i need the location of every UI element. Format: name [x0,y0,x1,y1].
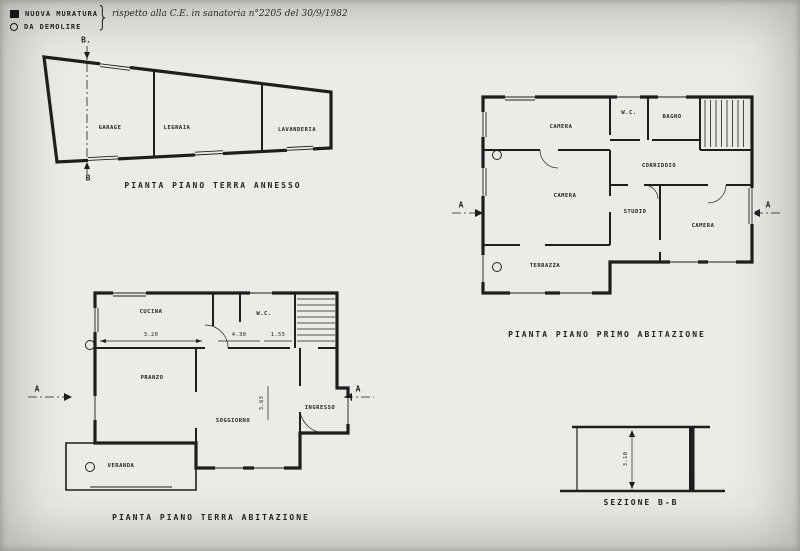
section-marker-a-left-terra: A [34,384,40,394]
dim-label-155: 1.55 [270,332,286,338]
section-marker-b-bottom: B [85,173,91,183]
room-label-studio: STUDIO [623,209,647,215]
room-label-camera2: CAMERA [553,193,577,199]
legend-label-demolish: DA DEMOLIRE [24,22,82,31]
room-label-legnaia: LEGNAIA [163,125,191,131]
handwritten-note: rispetto alla C.E. in sanatoria n°2205 d… [112,9,348,19]
new-masonry-symbol [10,9,19,18]
room-label-cucina: CUCINA [139,309,163,315]
room-label-wc-primo: W.C. [621,110,637,116]
dim-label-320: 3.20 [143,332,159,338]
legend-row-demolish: DA DEMOLIRE [10,20,98,33]
section-marker-a-right-terra: A [355,384,361,394]
plan-title-terra: PIANTA PIANO TERRA ABITAZIONE [112,513,310,522]
plan-title-primo: PIANTA PIANO PRIMO ABITAZIONE [508,330,706,339]
room-label-camera3: CAMERA [691,223,715,229]
room-label-terrazza: TERRAZZA [529,263,561,269]
dim-label-430: 4.30 [231,332,247,338]
room-label-camera1: CAMERA [549,124,573,130]
plan-terra-linework [28,290,374,491]
room-label-veranda: VERANDA [107,463,135,469]
legend-label-new-masonry: NUOVA MURATURA [25,9,99,18]
plan-title-annesso: PIANTA PIANO TERRA ANNESSO [124,181,302,190]
dim-label-363: 3.63 [259,395,265,411]
plan-annesso-linework [42,46,333,176]
room-label-ingresso: INGRESSO [304,405,336,411]
room-label-lavanderia: LAVANDERIA [277,127,317,133]
section-marker-b-top: B. [81,35,91,45]
legend-row-new-masonry: NUOVA MURATURA [10,7,98,20]
plan-title-sezione: SEZIONE B-B [603,498,679,507]
section-linework [560,425,725,493]
room-label-wc-terra: W.C. [256,311,272,317]
room-label-garage: GARAGE [98,125,122,131]
legend-brace: } [96,0,110,33]
room-label-bagno: BAGNO [662,114,682,120]
section-marker-a-left-primo: A [458,200,464,210]
section-marker-a-right-primo: A [765,200,771,210]
dim-label-section-height: 3.10 [623,451,629,467]
demolish-symbol [10,22,18,31]
room-label-pranzo: PRANZO [140,375,164,381]
legend: NUOVA MURATURA DA DEMOLIRE [10,7,98,33]
room-label-corridoio: CORRIDOIO [641,163,677,169]
plan-primo-linework [452,94,781,296]
room-label-soggiorno: SOGGIORNO [215,418,251,424]
